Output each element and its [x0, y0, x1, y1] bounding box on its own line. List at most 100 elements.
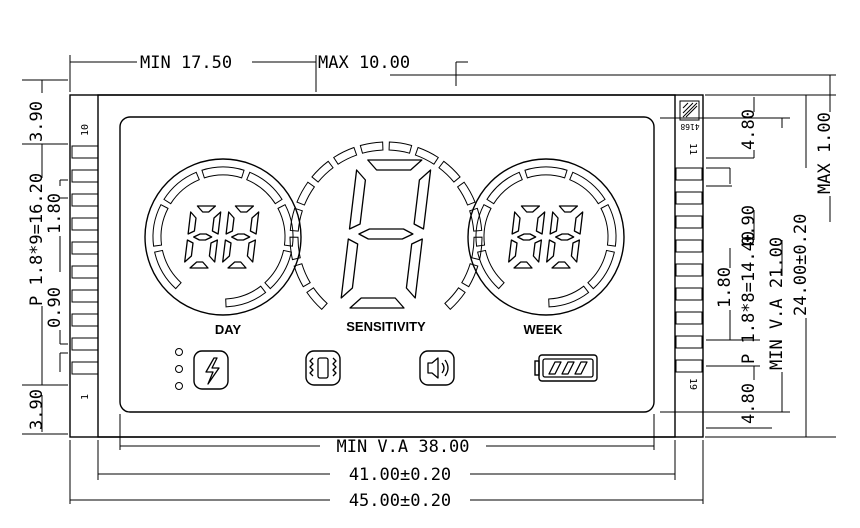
ring-segment: [600, 204, 617, 247]
digit-segment: [246, 239, 257, 263]
pin: [71, 241, 99, 255]
digit-segment: [517, 233, 537, 241]
pin: [675, 215, 703, 229]
ring-segment: [524, 166, 568, 179]
digit-segment: [193, 233, 213, 241]
digit-segment: [349, 297, 405, 309]
ring-segment: [201, 166, 245, 179]
dim-right-bottom-pad: 4.80: [739, 383, 759, 424]
ring-segment: [225, 285, 267, 308]
ring-segment: [388, 141, 413, 154]
ring-segment: [293, 263, 311, 288]
ring-segment: [456, 181, 476, 206]
ring-segment: [246, 171, 283, 205]
battery-icon: [534, 354, 598, 382]
dim-left-top-pad: 3.90: [27, 101, 47, 142]
ring-segment: [486, 171, 523, 205]
dim-left-pitch: P 1.8*9=16.20: [27, 173, 47, 306]
pin: [675, 263, 703, 277]
ring-segment: [296, 181, 316, 206]
ring-segment: [548, 285, 590, 308]
digit-segment: [348, 169, 367, 230]
pin: [71, 265, 99, 279]
pin: [675, 311, 703, 325]
digit-segment: [520, 205, 541, 213]
pin: [71, 169, 99, 183]
ring-segment: [264, 249, 292, 290]
digit-segment: [367, 159, 423, 171]
ring-segment: [414, 146, 439, 165]
digit-segment: [187, 211, 197, 235]
vibration-icon: [305, 350, 341, 386]
pin: [675, 191, 703, 205]
dim-left-pin-gap: 0.90: [45, 287, 65, 328]
ring-segment: [277, 204, 294, 247]
ring-segment: [289, 236, 301, 261]
dim-right-pin-gap: 0.90: [739, 205, 759, 246]
dim-right-top-pad: 4.80: [739, 109, 759, 150]
ring-segment: [471, 236, 483, 261]
dim-left-pin-width: 1.80: [45, 193, 65, 234]
ring-segment: [163, 171, 200, 205]
model-code: 4168: [680, 122, 699, 131]
sensitivity-gauge: [289, 141, 483, 311]
dim-top-max: MAX 10.00: [318, 53, 410, 73]
digit-segment: [549, 211, 559, 235]
pin: [675, 335, 703, 349]
pin: [71, 193, 99, 207]
digit-segment: [249, 211, 260, 235]
pin: [71, 145, 99, 159]
speaker-icon: [419, 350, 455, 386]
day-label: DAY: [215, 322, 242, 337]
digit-segment: [189, 261, 209, 269]
digit-segment: [546, 239, 556, 263]
dim-left-bottom-pad: 3.90: [27, 389, 47, 430]
ring-segment: [154, 249, 182, 290]
ring-segment: [444, 287, 466, 311]
dim-right-pitch: P 1.8*8=14.40: [739, 231, 759, 364]
digit-segment: [570, 239, 581, 263]
pin-label-19: 19: [687, 378, 698, 390]
indicator-dots: [175, 348, 183, 390]
sensitivity-digit: [340, 159, 432, 309]
ring-segment: [569, 171, 606, 205]
pin: [675, 359, 703, 373]
ring-segment: [359, 141, 384, 154]
ring-segment: [477, 249, 505, 290]
dim-right-outline: 24.00±0.20: [791, 214, 811, 316]
sensitivity-label: SENSITIVITY: [346, 319, 426, 334]
left-pins: [71, 145, 99, 375]
digit-segment: [508, 239, 518, 263]
digit-segment: [551, 261, 571, 269]
ring-segment: [306, 287, 328, 311]
digit-segment: [234, 205, 255, 213]
week-digits: [508, 205, 584, 269]
dim-bottom-va: MIN V.A 38.00: [336, 437, 469, 457]
digit-segment: [340, 238, 359, 299]
digit-segment: [231, 233, 251, 241]
dim-right-va: MIN V.A 21.00: [767, 237, 787, 370]
right-pins: [675, 167, 703, 373]
lightning-icon: [193, 350, 229, 390]
digit-segment: [573, 211, 584, 235]
digit-segment: [227, 261, 247, 269]
pin-label-11: 11: [687, 143, 698, 155]
day-gauge: [144, 158, 302, 316]
outer-outline: [69, 94, 704, 438]
digit-segment: [555, 233, 575, 241]
ring-segment: [587, 249, 615, 290]
ring-segment: [438, 160, 461, 183]
ring-segment: [469, 207, 483, 232]
day-digits: [184, 205, 260, 269]
pin: [71, 313, 99, 327]
glass-outline: [97, 94, 676, 438]
digit-segment: [511, 211, 521, 235]
week-label: WEEK: [524, 322, 564, 337]
digit-segment: [208, 239, 219, 263]
viewing-area: [119, 116, 655, 413]
ring-segment: [475, 204, 492, 247]
pin: [675, 287, 703, 301]
digit-segment: [225, 211, 235, 235]
dimension-texts: MIN 17.50 MAX 10.00 3.90 P 1.8*9=16.20 1…: [27, 53, 835, 511]
